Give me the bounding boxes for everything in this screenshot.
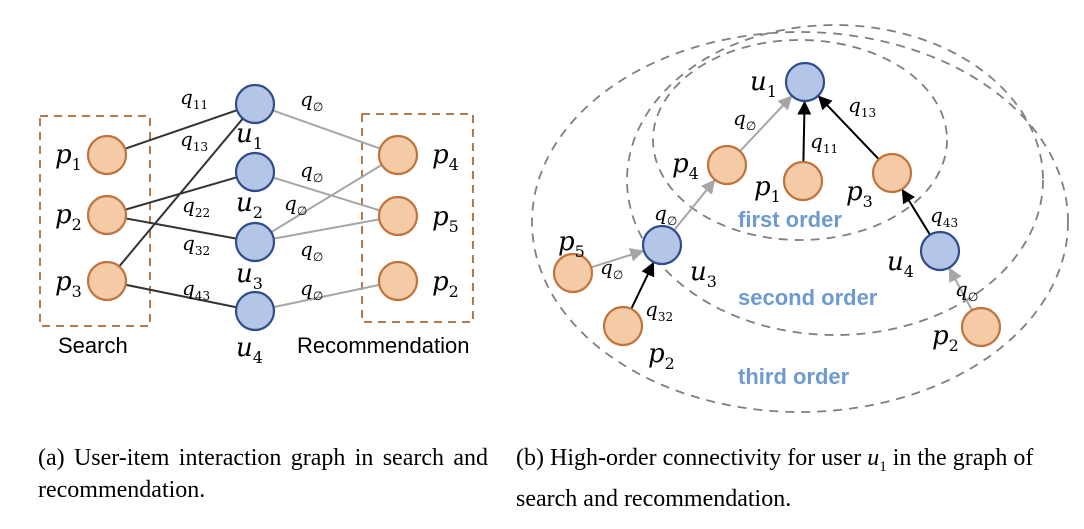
user-node-b-u1 xyxy=(784,61,826,103)
rec-edge-u1-p4 xyxy=(272,109,381,150)
panel-a-labels: q11 q13 q22 q32 q43 q∅ q∅ q∅ q∅ q∅ p1 p2 p3 p4 p5 p2 u1 u… xyxy=(55,85,459,367)
rec-arrow-p5-u3 xyxy=(590,248,645,269)
user-node-u3 xyxy=(234,221,276,263)
caption-b-var-sub: 1 xyxy=(879,458,887,475)
user-node-b-u4 xyxy=(919,230,961,272)
panel-a-nodes xyxy=(86,83,419,332)
search-arrow-p1-u1 xyxy=(797,100,812,163)
item-node-b-p5 xyxy=(552,252,594,294)
caption-b-var: u xyxy=(867,445,880,471)
edge-label-u3-p4: q∅ xyxy=(284,191,307,218)
panel-a-graph: Search Recommendation q11q13q22q32q43q∅q… xyxy=(39,83,474,367)
user-label-u4: u4 xyxy=(236,333,263,367)
item-label-p3: p3 xyxy=(55,267,82,301)
caption-b: (b) High-order connectivity for user u1 … xyxy=(516,442,1061,515)
item-label-b-p4: p4 xyxy=(672,149,699,183)
item-label-p2: p2 xyxy=(55,200,82,234)
rec-arrow-p2b-u4 xyxy=(948,267,973,311)
search-edge-p2-u2 xyxy=(124,176,238,211)
edge-label-u3-p5: q∅ xyxy=(300,237,323,264)
search-edge-p3-u4 xyxy=(125,283,237,309)
user-label-b-u3: u3 xyxy=(690,257,717,291)
item-label-b-p2a: p2 xyxy=(648,339,675,373)
item-node-p2 xyxy=(86,194,128,236)
item-node-p3 xyxy=(86,260,128,302)
item-node-p1 xyxy=(86,134,128,176)
edge-label-p1-u1: q11 xyxy=(180,85,208,112)
user-label-b-u4: u4 xyxy=(887,247,914,281)
first-order-label: first order xyxy=(738,207,842,232)
user-node-b-u3 xyxy=(641,224,683,266)
user-node-u1 xyxy=(234,83,276,125)
item-node-p4 xyxy=(377,134,419,176)
rec-edge-u3-p5 xyxy=(273,218,380,240)
edge-label-p3-u1: q13 xyxy=(180,127,208,154)
item-label-b-p2b: p2 xyxy=(932,321,959,355)
item-label-b-p5: p5 xyxy=(558,227,585,261)
search-group-box xyxy=(39,115,151,327)
search-edge-p1-u1 xyxy=(124,109,238,150)
item-label-p4: p4 xyxy=(432,140,459,174)
item-node-b-p1 xyxy=(782,160,824,202)
item-node-b-p2a xyxy=(602,305,644,347)
panel-b-labels: q∅ q11 q13 q∅ q43 q∅ q32 q∅ u1 p4 p1 p3 u3 u4 p5 p2 p2 xyxy=(558,67,978,373)
item-node-b-p4 xyxy=(706,144,748,186)
edge-label-p2-u3: q32 xyxy=(182,231,210,258)
third-order-ring xyxy=(531,31,1069,413)
edge-label-u1-p4: q∅ xyxy=(300,87,323,114)
search-arrow-p3-u1 xyxy=(817,95,880,160)
first-order-ring xyxy=(652,39,948,241)
panel-b-graph: first order second order third order q∅q… xyxy=(531,24,1069,413)
second-order-label: second order xyxy=(738,285,878,310)
panel-b-nodes xyxy=(552,61,1002,348)
item-label-p1: p1 xyxy=(55,140,82,174)
edge-label-b-p2b-u4: q∅ xyxy=(955,277,978,304)
rec-arrow-u3-p4 xyxy=(673,179,716,231)
caption-b-prefix: (b) High-order connectivity for user xyxy=(516,445,868,471)
item-label-p5: p5 xyxy=(432,202,459,236)
recommendation-group-label: Recommendation xyxy=(297,333,469,358)
edge-label-b-p2a-u3: q32 xyxy=(645,297,673,324)
item-label-p2r: p2 xyxy=(432,267,459,301)
second-order-ring xyxy=(626,24,1044,336)
edge-label-u4-p2r: q∅ xyxy=(300,276,323,303)
search-edge-p2-u3 xyxy=(125,217,237,240)
search-arrow-p2a-u3 xyxy=(630,261,655,310)
rec-arrow-p4-u1 xyxy=(739,95,793,152)
search-arrow-u4-p3 xyxy=(901,188,931,236)
item-label-b-p3: p3 xyxy=(846,177,873,211)
search-group-label: Search xyxy=(58,333,128,358)
edge-label-b-p3-u1: q13 xyxy=(848,93,876,120)
panel-b-edges xyxy=(590,95,973,311)
edge-label-b-u3-p4: q∅ xyxy=(654,201,677,228)
user-node-u2 xyxy=(234,151,276,193)
edge-label-p3-u4: q43 xyxy=(182,276,210,303)
caption-a: (a) User-item interaction graph in searc… xyxy=(38,445,488,503)
edge-label-b-p5-u3: q∅ xyxy=(600,255,623,282)
third-order-label: third order xyxy=(738,364,850,389)
user-label-u1: u1 xyxy=(236,119,263,153)
edge-label-b-p1-u1: q11 xyxy=(810,129,838,156)
item-node-b-p3 xyxy=(871,152,913,194)
item-node-p2r xyxy=(377,260,419,302)
user-label-u3: u3 xyxy=(236,259,263,293)
user-label-u2: u2 xyxy=(236,188,263,222)
rec-edge-u3-p4 xyxy=(270,164,383,233)
rec-edge-u2-p5 xyxy=(272,176,381,212)
item-node-p5 xyxy=(377,195,419,237)
user-node-u4 xyxy=(234,290,276,332)
panel-a-edges xyxy=(118,109,383,309)
edge-label-b-p4-u1: q∅ xyxy=(733,106,756,133)
recommendation-group-box xyxy=(361,113,474,323)
item-node-b-p2b xyxy=(960,306,1002,348)
rec-edge-u4-p2r xyxy=(273,283,380,309)
item-label-b-p1: p1 xyxy=(754,172,781,206)
edge-label-u2-p5: q∅ xyxy=(300,158,323,185)
caption-b-suffix: in the graph of search and recommendatio… xyxy=(516,445,1034,512)
edge-label-p2-u2: q22 xyxy=(182,193,210,220)
user-label-b-u1: u1 xyxy=(750,67,777,101)
edge-label-b-u4-p3: q43 xyxy=(930,203,958,230)
